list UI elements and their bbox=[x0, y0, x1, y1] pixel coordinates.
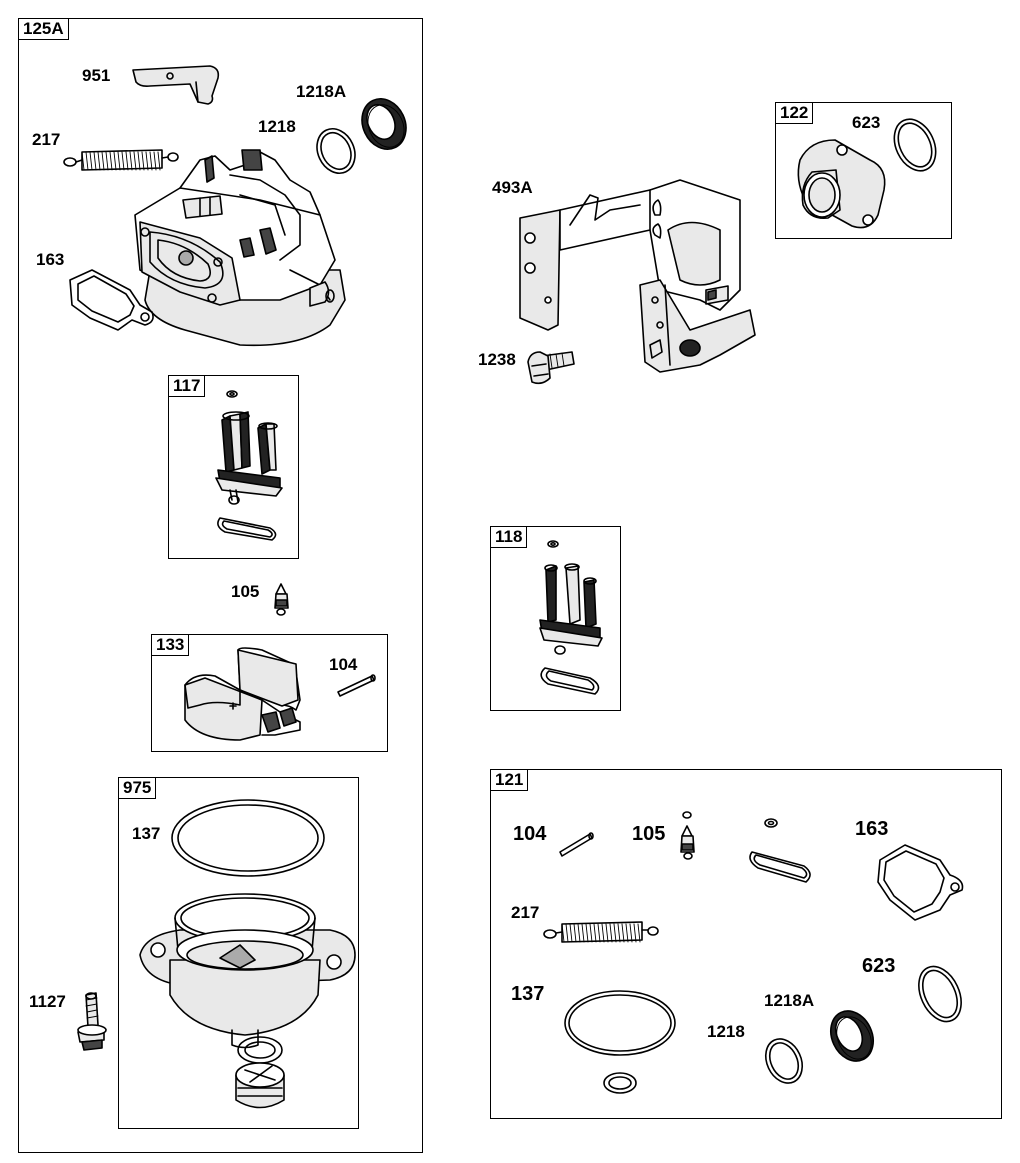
label-104: 104 bbox=[329, 655, 358, 674]
gasket-163 bbox=[69, 269, 154, 331]
ring-623-in-122 bbox=[893, 118, 937, 172]
kit-ring-1218 bbox=[764, 1038, 804, 1084]
adapter-122 bbox=[797, 139, 886, 229]
float-pin-104 bbox=[337, 674, 376, 697]
kit-pin-104 bbox=[559, 832, 594, 857]
carburetor-body bbox=[134, 149, 346, 347]
float-bowl-975 bbox=[139, 893, 356, 1049]
kit-label-104: 104 bbox=[513, 823, 547, 845]
group-117-tag: 117 bbox=[168, 375, 206, 397]
group-133-tag: 133 bbox=[151, 634, 190, 656]
group-118-tag: 118 bbox=[490, 526, 528, 548]
group-125A-tag: 125A bbox=[18, 18, 69, 40]
spring-217 bbox=[63, 149, 179, 171]
kit-loop-gasket bbox=[749, 851, 811, 883]
kit-ring-623 bbox=[918, 965, 962, 1023]
kit-bowl-seal bbox=[603, 1072, 637, 1094]
group-133-frame: 133 bbox=[151, 634, 388, 752]
group-117-frame: 117 bbox=[168, 375, 299, 559]
kit-label-1218A: 1218A bbox=[764, 991, 815, 1010]
label-217: 217 bbox=[32, 130, 61, 149]
group-122-frame: 122 bbox=[775, 102, 952, 239]
kit-label-1218: 1218 bbox=[707, 1022, 745, 1041]
valve-assembly-118 bbox=[539, 540, 603, 695]
needle-valve-105 bbox=[274, 583, 289, 616]
bowl-gasket-137 bbox=[171, 799, 325, 877]
label-1218: 1218 bbox=[258, 117, 296, 136]
group-121-tag: 121 bbox=[490, 769, 529, 791]
group-122-tag: 122 bbox=[775, 102, 814, 124]
bowl-seal-and-nut bbox=[235, 1036, 285, 1109]
kit-label-137: 137 bbox=[511, 983, 545, 1005]
group-975-frame: 975 bbox=[118, 777, 359, 1129]
screw-1127 bbox=[77, 992, 107, 1051]
kit-ring-137 bbox=[564, 990, 676, 1056]
label-623: 623 bbox=[852, 113, 881, 132]
label-105: 105 bbox=[231, 582, 260, 601]
kit-ring-1218A bbox=[830, 1010, 874, 1062]
label-1238: 1238 bbox=[478, 350, 516, 369]
kit-label-217: 217 bbox=[511, 903, 540, 922]
group-121-frame: 121 bbox=[490, 769, 1002, 1119]
label-1218A: 1218A bbox=[296, 82, 347, 101]
ring-1218A bbox=[361, 98, 407, 150]
label-137: 137 bbox=[132, 824, 161, 843]
kit-gasket-163 bbox=[877, 844, 964, 921]
kit-small-oring bbox=[764, 818, 778, 828]
throttle-lever-951 bbox=[132, 65, 220, 105]
kit-spring-217 bbox=[543, 921, 659, 943]
bracket-493A bbox=[519, 179, 756, 373]
label-493A: 493A bbox=[492, 178, 533, 197]
float-133 bbox=[184, 647, 301, 741]
bolt-1238 bbox=[527, 351, 575, 385]
valve-assembly-117 bbox=[215, 390, 283, 541]
group-975-tag: 975 bbox=[118, 777, 157, 799]
ring-1218 bbox=[316, 128, 356, 174]
kit-label-623: 623 bbox=[862, 955, 896, 977]
label-163: 163 bbox=[36, 250, 65, 269]
kit-label-105: 105 bbox=[632, 823, 666, 845]
group-125A-frame: 125A bbox=[18, 18, 423, 1153]
group-118-frame: 118 bbox=[490, 526, 621, 711]
label-951: 951 bbox=[82, 66, 111, 85]
label-1127: 1127 bbox=[29, 992, 66, 1011]
kit-needle-105 bbox=[680, 811, 695, 860]
kit-label-163: 163 bbox=[855, 818, 889, 840]
